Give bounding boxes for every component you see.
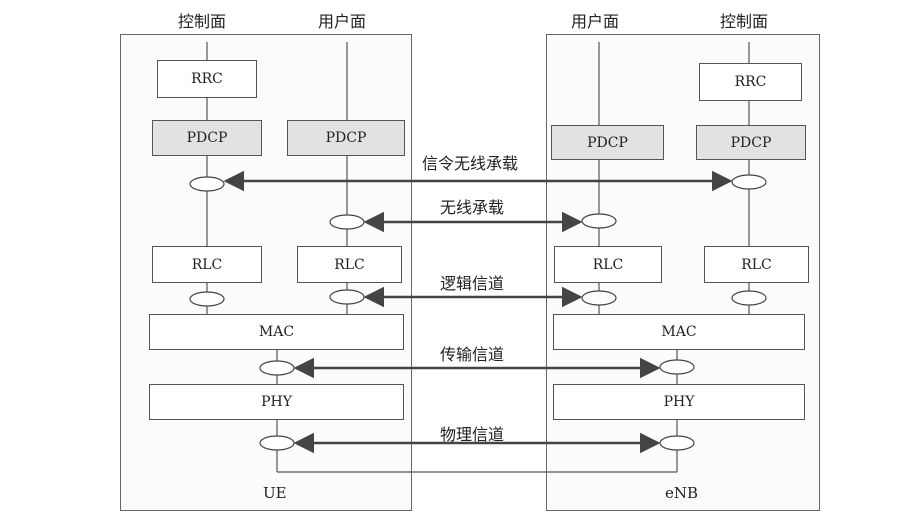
ue-rlc-user-box: RLC bbox=[297, 246, 402, 283]
ue-rrc-box: RRC bbox=[157, 60, 257, 98]
enb-user-plane-header: 用户面 bbox=[571, 12, 620, 31]
enb-control-plane-header: 控制面 bbox=[720, 12, 769, 31]
enb-label: eNB bbox=[665, 484, 699, 502]
ue-rlc-control-box: RLC bbox=[152, 246, 262, 283]
ue-pdcp-user-box: PDCP bbox=[287, 120, 405, 156]
ue-phy-box: PHY bbox=[149, 384, 404, 420]
ue-mac-box: MAC bbox=[149, 314, 404, 350]
enb-rrc-box: RRC bbox=[699, 63, 802, 101]
enb-pdcp-user-box: PDCP bbox=[551, 125, 664, 160]
ue-pdcp-control-box: PDCP bbox=[152, 120, 262, 156]
radio-bearer-label: 无线承载 bbox=[440, 198, 505, 217]
transport-channel-label: 传输信道 bbox=[440, 345, 505, 364]
enb-rlc-user-box: RLC bbox=[554, 246, 662, 283]
ue-user-plane-header: 用户面 bbox=[318, 12, 367, 31]
signaling-radio-bearer-label: 信令无线承载 bbox=[422, 154, 519, 173]
enb-mac-box: MAC bbox=[553, 314, 805, 350]
logical-channel-label: 逻辑信道 bbox=[440, 274, 505, 293]
enb-pdcp-control-box: PDCP bbox=[696, 125, 806, 160]
enb-phy-box: PHY bbox=[553, 384, 805, 420]
ue-label: UE bbox=[263, 484, 287, 502]
peer-arrows bbox=[223, 170, 733, 454]
enb-rlc-control-box: RLC bbox=[704, 246, 809, 283]
physical-channel-label: 物理信道 bbox=[440, 425, 505, 444]
ue-control-plane-header: 控制面 bbox=[178, 12, 227, 31]
